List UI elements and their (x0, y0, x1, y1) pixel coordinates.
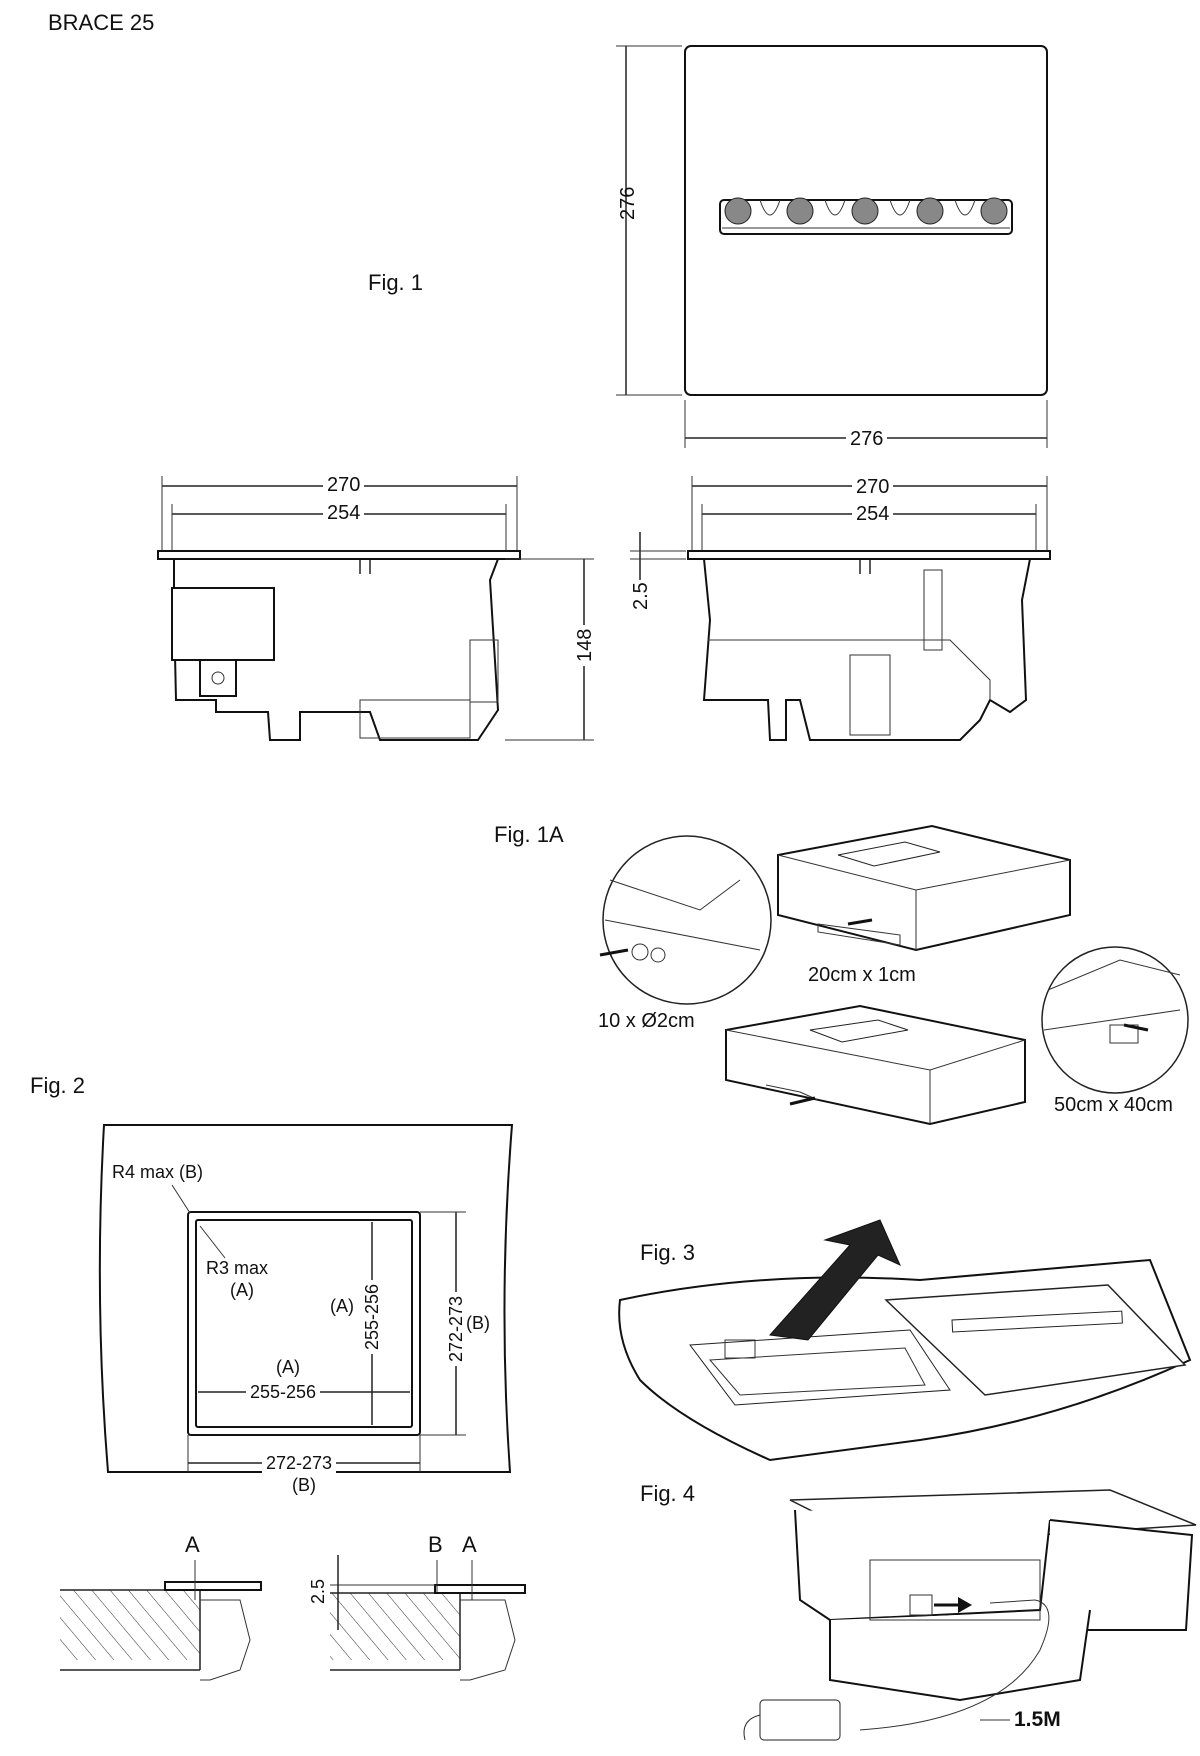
fig2-section-a (60, 1560, 262, 1681)
fig2-label: Fig. 2 (30, 1073, 86, 1098)
fig1a-slot-label: 20cm x 1cm (808, 964, 916, 986)
fig2-inner-h-a-label: (A) (276, 1357, 300, 1377)
fig1a-label: Fig. 1A (494, 822, 564, 847)
document-title: BRACE 25 (48, 10, 155, 35)
fig1-top-view (616, 45, 1048, 448)
fig4-illustration (743, 1489, 1197, 1741)
fig1a-opening-label: 50cm x 40cm (1054, 1094, 1173, 1116)
fig1a-illustrations (599, 824, 1189, 1126)
fig4-label: Fig. 4 (640, 1481, 696, 1506)
fig3-illustration (618, 1219, 1192, 1462)
fig2-inner-v-dim: 255-256 (362, 1279, 383, 1354)
fig2-inner-h-dim: 255-256 (246, 1382, 321, 1403)
fig1-left-overall-dim: 270 (323, 474, 365, 497)
fig2-cutout (98, 1124, 514, 1473)
fig1-left-height-dim: 148 (574, 624, 597, 666)
fig2-inner-v-a-label: (A) (330, 1296, 354, 1316)
fig1-left-inner-dim: 254 (323, 502, 365, 525)
fig1-top-height-dim: 276 (617, 186, 639, 220)
fig2-outer-v-b-label: (B) (466, 1313, 490, 1333)
fig2-outer-v-dim: 272-273 (446, 1291, 467, 1366)
fig2-section1-a-label: A (185, 1532, 200, 1557)
fig1-label: Fig. 1 (368, 270, 424, 295)
fig1a-holes-label: 10 x Ø2cm (598, 1010, 695, 1032)
fig2-section2-b-label: B (428, 1532, 443, 1557)
fig1-right-flange-dim: 2.5 (630, 580, 653, 612)
fig1-right-view (630, 476, 1051, 741)
fig2-r4-label: R4 max (B) (112, 1162, 204, 1182)
fig2-outer-h-dim: 272-273 (262, 1453, 337, 1474)
fig2-section2-dim: 2.5 (308, 1578, 328, 1604)
fig2-r3-label: R3 max (206, 1258, 269, 1278)
fig2-section2-a-label: A (462, 1532, 477, 1557)
fig2-outer-h-b-label: (B) (292, 1475, 316, 1495)
burner-nozzles (722, 197, 1010, 229)
fig1-right-overall-dim: 270 (852, 476, 894, 499)
fig1-left-view (157, 476, 594, 741)
fig1-right-inner-dim: 254 (852, 503, 894, 526)
fig3-label: Fig. 3 (640, 1240, 696, 1265)
fig4-cable-length: 1.5M (1014, 1708, 1061, 1731)
fig2-r3-a-label: (A) (230, 1280, 254, 1300)
fig2-section-ba (330, 1555, 526, 1681)
fig1-top-width-dim: 276 (846, 428, 888, 451)
